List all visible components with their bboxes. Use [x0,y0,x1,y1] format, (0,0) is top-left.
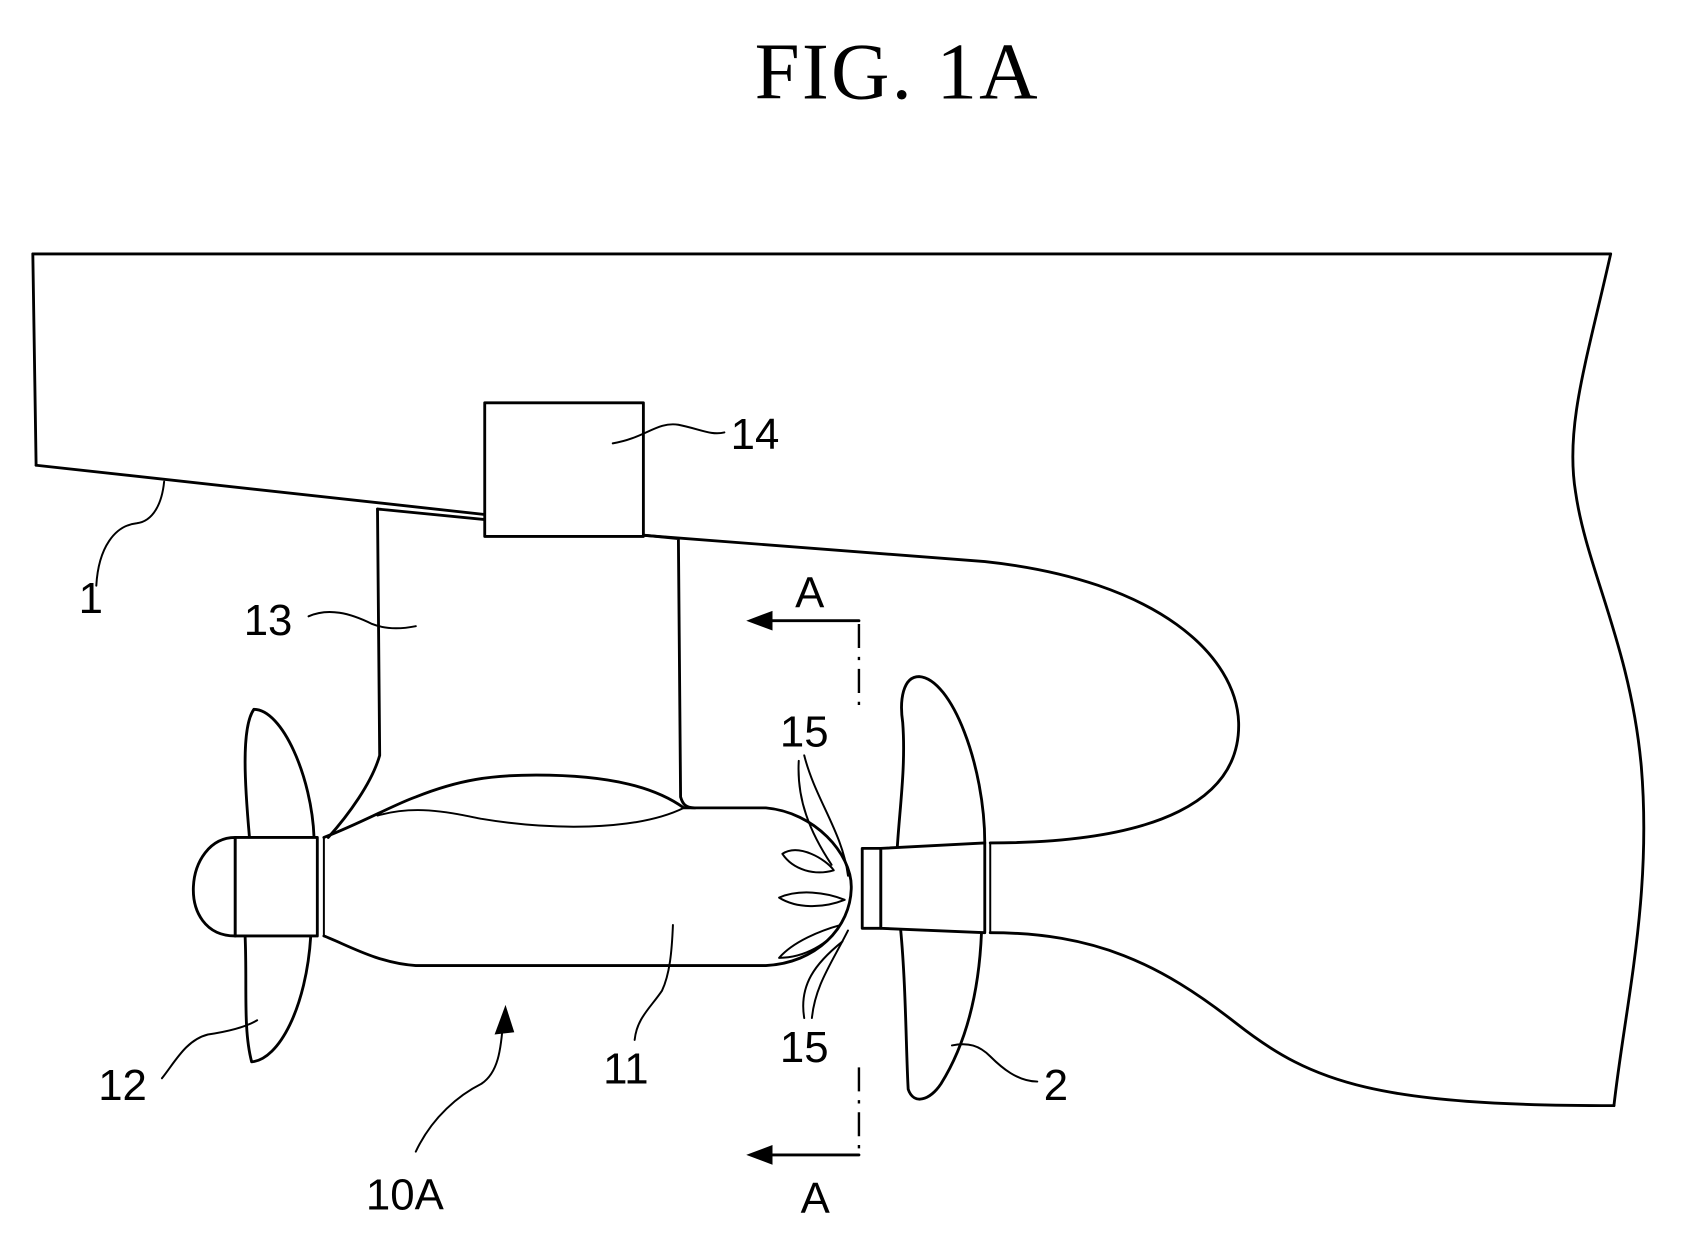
strut-outline-right [377,509,694,808]
main-propeller-blade-top [897,677,985,849]
label-hull: 1 [79,574,103,623]
pod-outline [324,775,851,965]
leader-pod-unit-arrowhead [495,1005,515,1035]
main-propeller-blade-bottom [901,928,982,1099]
pod-propeller-nose-cone [193,837,235,936]
leader-hull [96,482,164,586]
hull-left-edge [33,254,36,465]
main-propeller-hub [881,843,985,933]
label-section-lower: A [801,1174,831,1223]
hull-skeg-lower [990,933,1614,1106]
main-propeller-hub-cap [862,848,881,928]
strut-outline-left [328,509,379,837]
label-strut: 13 [244,596,293,645]
label-box: 14 [731,410,780,459]
label-pod: 11 [603,1045,648,1094]
label-fin-lower: 15 [780,1023,829,1072]
pod-propeller [193,709,324,1061]
pod-body [324,775,851,965]
leader-fin-lower-b [812,930,848,1018]
fin-upper [782,850,833,872]
label-pod-propulsion-unit: 10A [366,1171,445,1220]
label-fin-upper: 15 [780,708,829,757]
label-main-propeller: 2 [1044,1061,1068,1110]
box-unit [485,403,644,537]
main-propeller [862,677,990,1100]
leader-pod [635,925,673,1040]
hull-break-edge [1573,254,1644,1106]
pod-propeller-blade-top [245,709,314,837]
label-section-upper: A [795,569,825,618]
figure-title: FIG. 1A [755,27,1040,117]
section-arrow-lower-head [746,1145,772,1165]
leader-strut [309,612,416,628]
fins [779,850,845,958]
section-line [746,611,859,1165]
section-arrow-upper-head [746,611,772,631]
fin-middle [779,892,845,906]
hull-bottom-edge [36,465,485,514]
leader-pod-propeller [162,1020,257,1078]
pod-propeller-blade-bottom [245,936,311,1062]
label-pod-propeller: 12 [98,1061,147,1110]
pod-upper-contour [377,808,683,827]
pod-propeller-hub [235,837,317,936]
leader-main-propeller [952,1044,1037,1081]
hull [33,254,1644,1106]
leader-pod-unit [416,1018,504,1152]
